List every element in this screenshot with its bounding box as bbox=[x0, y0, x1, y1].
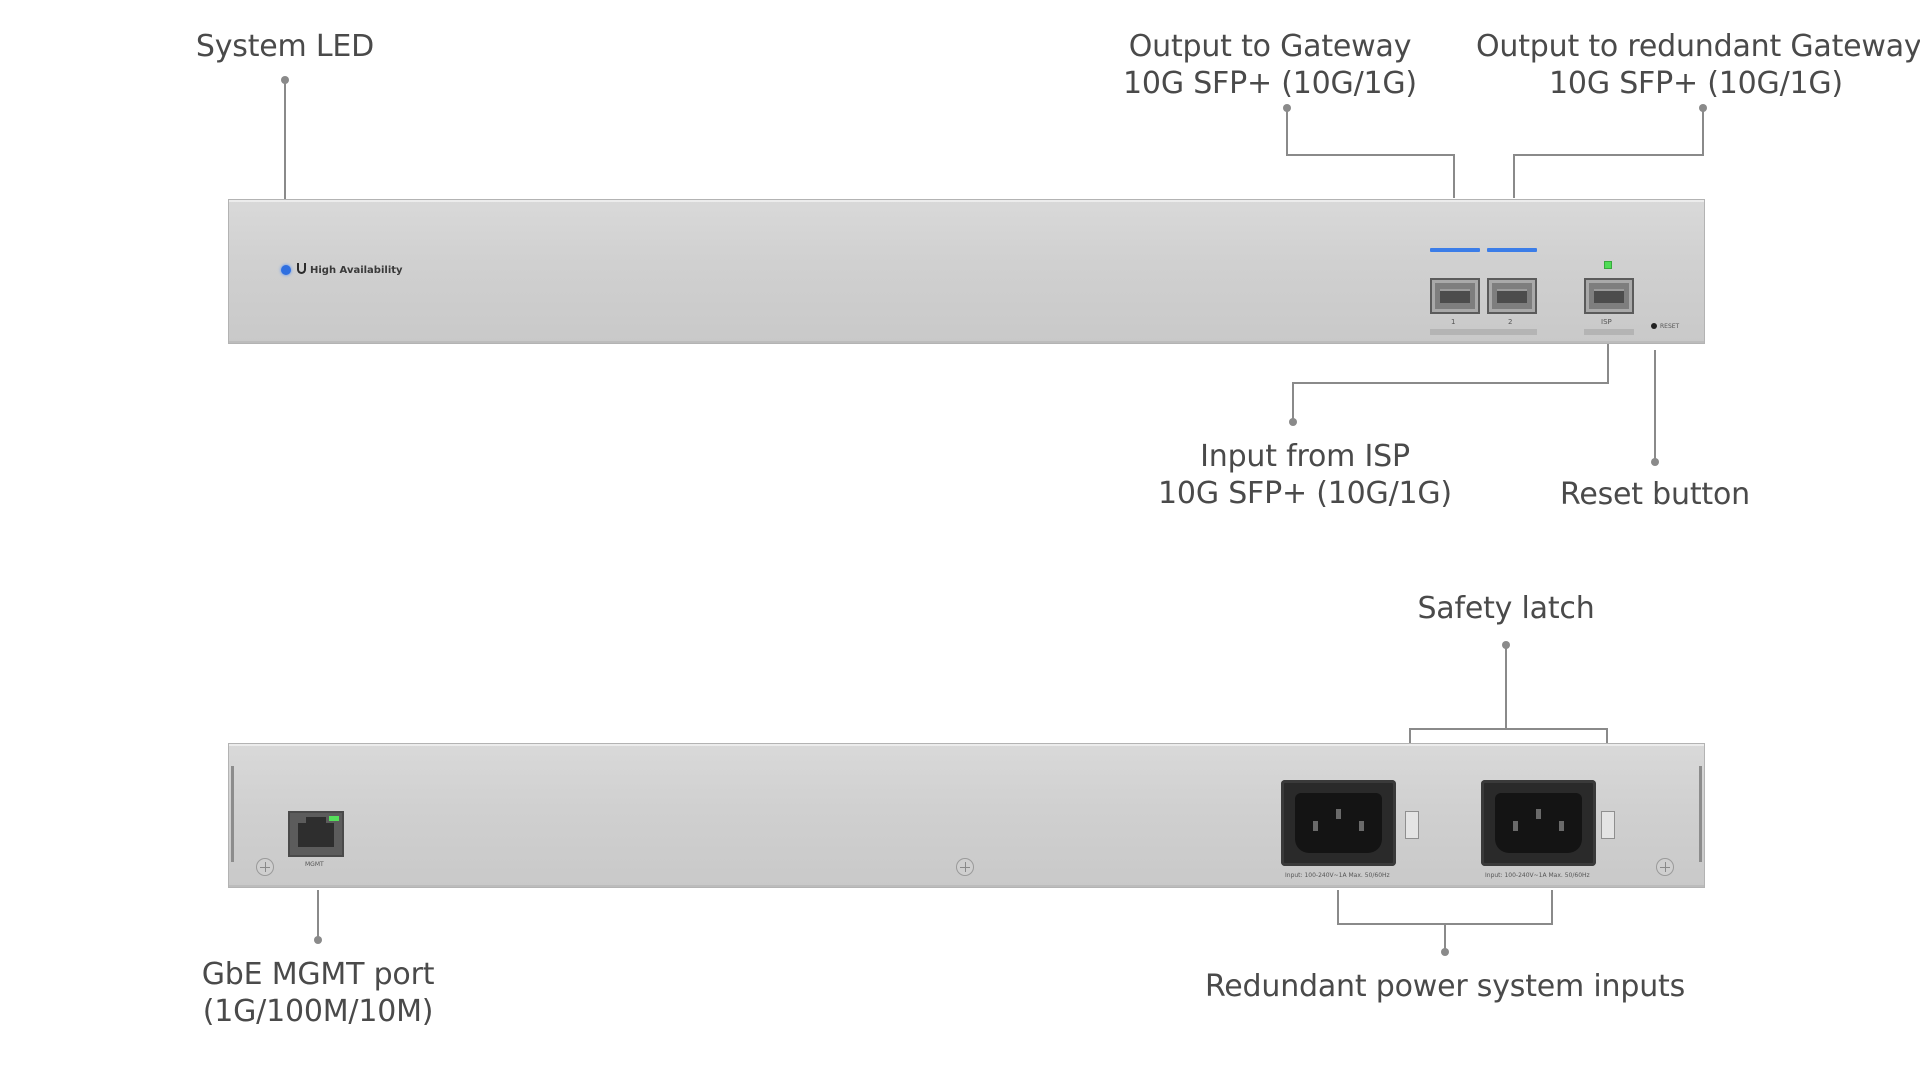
label-output-redundant-gateway: Output to redundant Gateway 10G SFP+ (10… bbox=[1476, 29, 1920, 101]
screw-center bbox=[956, 858, 974, 876]
inlet-2-pin-center bbox=[1536, 809, 1541, 819]
power-inputs-dot bbox=[1441, 948, 1449, 956]
label-input-isp: Input from ISP 10G SFP+ (10G/1G) bbox=[1158, 439, 1452, 511]
mgmt-link-led bbox=[329, 816, 339, 821]
rear-panel: MGMT Input: 100-240V~1A Max. 50/60Hz Inp… bbox=[228, 743, 1705, 888]
mgmt-label: MGMT bbox=[305, 861, 324, 868]
power-rating-2: Input: 100-240V~1A Max. 50/60Hz bbox=[1485, 872, 1590, 879]
label-power-inputs: Redundant power system inputs bbox=[1204, 969, 1685, 1004]
left-vent bbox=[231, 766, 234, 862]
input-isp-leader bbox=[1292, 344, 1609, 422]
ubiquiti-u-icon bbox=[297, 263, 306, 274]
sfp-port-isp[interactable] bbox=[1584, 278, 1634, 314]
label-system-led: System LED bbox=[195, 29, 375, 64]
port-isp-strip bbox=[1584, 329, 1634, 335]
inlet-1-pin-right bbox=[1359, 821, 1364, 831]
power-rating-1: Input: 100-240V~1A Max. 50/60Hz bbox=[1285, 872, 1390, 879]
power-inlet-2[interactable] bbox=[1481, 780, 1596, 866]
output-gateway-leader bbox=[1286, 108, 1455, 198]
reset-label: RESET bbox=[1660, 323, 1680, 330]
screw-right bbox=[1656, 858, 1674, 876]
power-inputs-bracket bbox=[1337, 890, 1553, 925]
system-led-dot bbox=[281, 76, 289, 84]
port-1-led bbox=[1430, 248, 1480, 252]
label-safety-latch: Safety latch bbox=[1417, 591, 1595, 626]
label-output-gateway: Output to Gateway 10G SFP+ (10G/1G) bbox=[1123, 29, 1417, 101]
safety-latch-1[interactable] bbox=[1405, 811, 1419, 839]
port-isp-label: ISP bbox=[1601, 318, 1612, 326]
output-gateway-dot bbox=[1283, 104, 1291, 112]
label-reset-button: Reset button bbox=[1560, 477, 1750, 512]
rj45-tab bbox=[306, 817, 326, 823]
inlet-2-socket bbox=[1495, 793, 1582, 853]
inlet-2-pin-left bbox=[1513, 821, 1518, 831]
mgmt-port[interactable] bbox=[288, 811, 344, 857]
power-inlet-1[interactable] bbox=[1281, 780, 1396, 866]
ports-1-2-strip bbox=[1430, 329, 1537, 335]
rj45-socket bbox=[298, 823, 334, 847]
port-2-led bbox=[1487, 248, 1537, 252]
port-2-label: 2 bbox=[1508, 318, 1513, 326]
safety-latch-dot bbox=[1502, 641, 1510, 649]
reset-button-dot bbox=[1651, 458, 1659, 466]
output-redundant-gateway-dot bbox=[1699, 104, 1707, 112]
screw-left bbox=[256, 858, 274, 876]
inlet-2-pin-right bbox=[1559, 821, 1564, 831]
reset-button[interactable] bbox=[1651, 323, 1657, 329]
sfp-port-1[interactable] bbox=[1430, 278, 1480, 314]
safety-latch-2[interactable] bbox=[1601, 811, 1615, 839]
inlet-1-pin-center bbox=[1336, 809, 1341, 819]
sfp-port-2[interactable] bbox=[1487, 278, 1537, 314]
port-1-label: 1 bbox=[1451, 318, 1456, 326]
front-panel: High Availability 1 2 ISP RESET bbox=[228, 199, 1705, 344]
inlet-1-socket bbox=[1295, 793, 1382, 853]
mgmt-port-dot bbox=[314, 936, 322, 944]
inlet-1-pin-left bbox=[1313, 821, 1318, 831]
label-mgmt-port: GbE MGMT port (1G/100M/10M) bbox=[201, 957, 435, 1029]
input-isp-dot bbox=[1289, 418, 1297, 426]
brand-logo: High Availability bbox=[297, 263, 403, 276]
isp-port-led bbox=[1604, 261, 1612, 269]
right-vent bbox=[1699, 766, 1702, 862]
output-redundant-gateway-leader bbox=[1513, 108, 1704, 198]
system-led bbox=[281, 265, 291, 275]
